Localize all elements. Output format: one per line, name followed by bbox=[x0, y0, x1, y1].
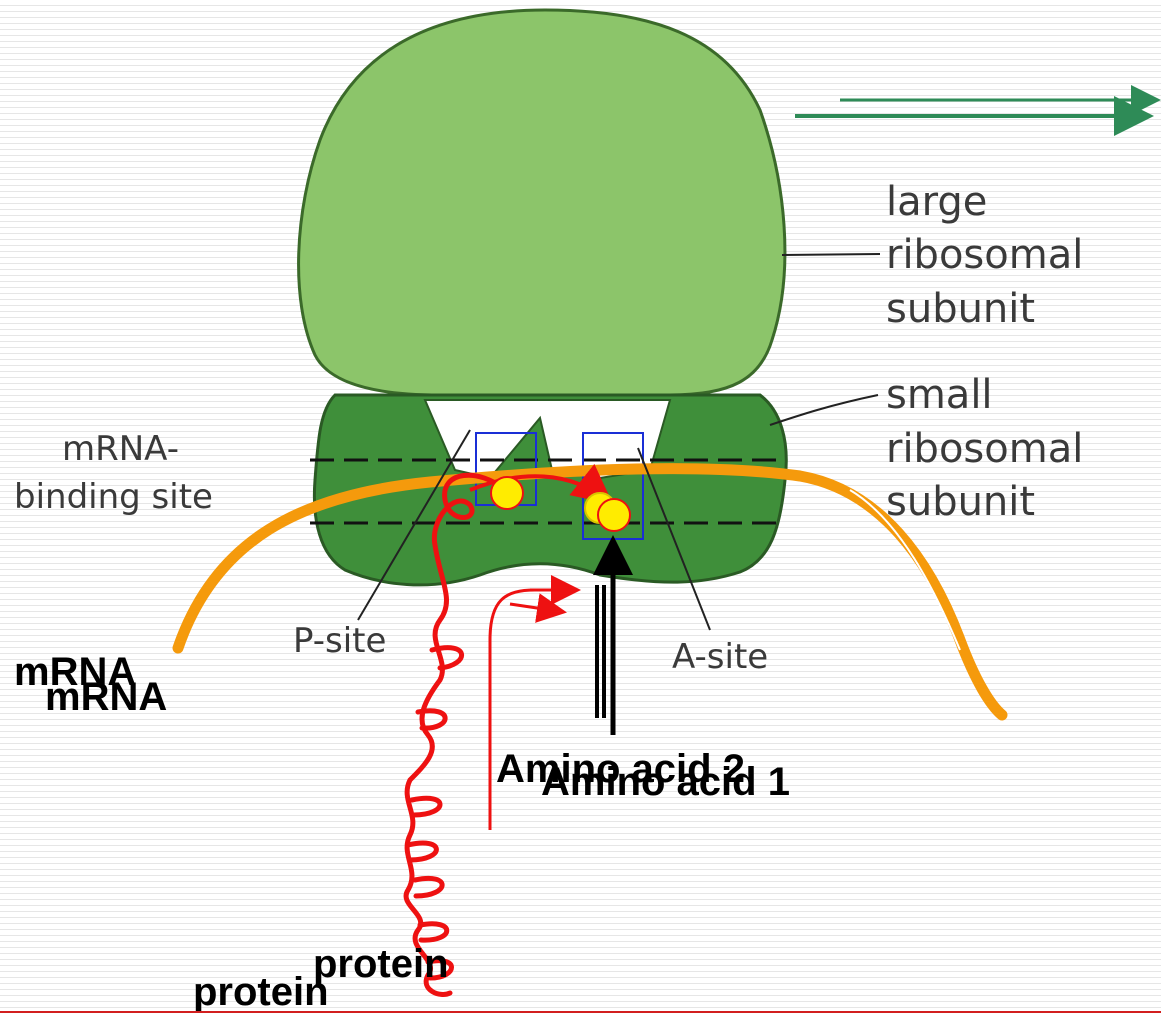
mrna-label-2: mRNA bbox=[45, 675, 167, 719]
protein-label-2: protein bbox=[193, 970, 329, 1013]
small-subunit-label: small ribosomal subunit bbox=[886, 372, 1096, 525]
protein-coil-loops bbox=[408, 648, 462, 978]
p-site-label: P-site bbox=[293, 621, 386, 661]
protein-label-1: protein bbox=[313, 942, 449, 986]
amino-acid-a-site bbox=[598, 499, 630, 531]
amino-acid-p-site bbox=[491, 477, 523, 509]
amino-acid-1-label: Amino acid 1 bbox=[541, 760, 790, 804]
exit-motion-arrow-2 bbox=[510, 604, 564, 612]
mrna-binding-site-label: mRNA- binding site bbox=[14, 429, 213, 517]
large-subunit-leader bbox=[782, 254, 880, 255]
exit-motion-line bbox=[490, 590, 535, 830]
large-subunit-label: large ribosomal subunit bbox=[886, 179, 1096, 332]
small-subunit-leader bbox=[770, 395, 878, 425]
a-site-label: A-site bbox=[672, 637, 768, 677]
large-ribosomal-subunit bbox=[299, 10, 785, 395]
